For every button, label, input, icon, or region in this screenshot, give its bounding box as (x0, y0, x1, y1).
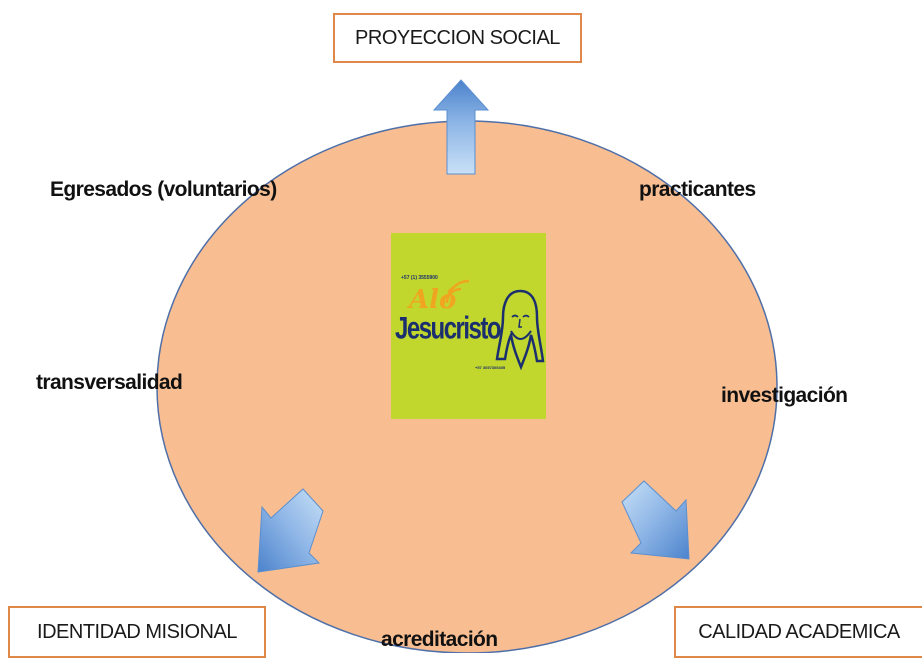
label-egresados: Egresados (voluntarios) (50, 178, 277, 201)
arrow-down-left-icon (257, 488, 324, 573)
label-transversalidad: transversalidad (36, 371, 183, 394)
logo-phone-top: +57 (1) 3555900 (401, 275, 438, 281)
logo-phone-bottom: +57 3057305405 (475, 365, 506, 370)
arrow-up-icon (432, 79, 490, 175)
box-proyeccion-social: PROYECCION SOCIAL (333, 13, 582, 63)
box-calidad-academica: CALIDAD ACADEMICA (674, 606, 922, 658)
box-identidad-misional-label: IDENTIDAD MISIONAL (37, 620, 237, 643)
logo-brand-text: Jesucristo (395, 311, 502, 347)
signal-waves-icon (445, 279, 470, 304)
label-acreditacion: acreditación (381, 628, 498, 651)
arrow-down-right-icon (621, 480, 690, 560)
label-practicantes: practicantes (639, 178, 756, 201)
label-investigacion: investigación (721, 384, 848, 407)
box-proyeccion-social-label: PROYECCION SOCIAL (355, 26, 560, 49)
box-calidad-academica-label: CALIDAD ACADEMICA (698, 620, 900, 643)
jesus-portrait-icon (495, 289, 545, 371)
alo-jesucristo-logo: +57 (1) 3555900 Aló Jesucristo +57 30573… (391, 233, 546, 419)
logo-script-text: Aló (409, 285, 457, 315)
box-identidad-misional: IDENTIDAD MISIONAL (8, 606, 266, 658)
